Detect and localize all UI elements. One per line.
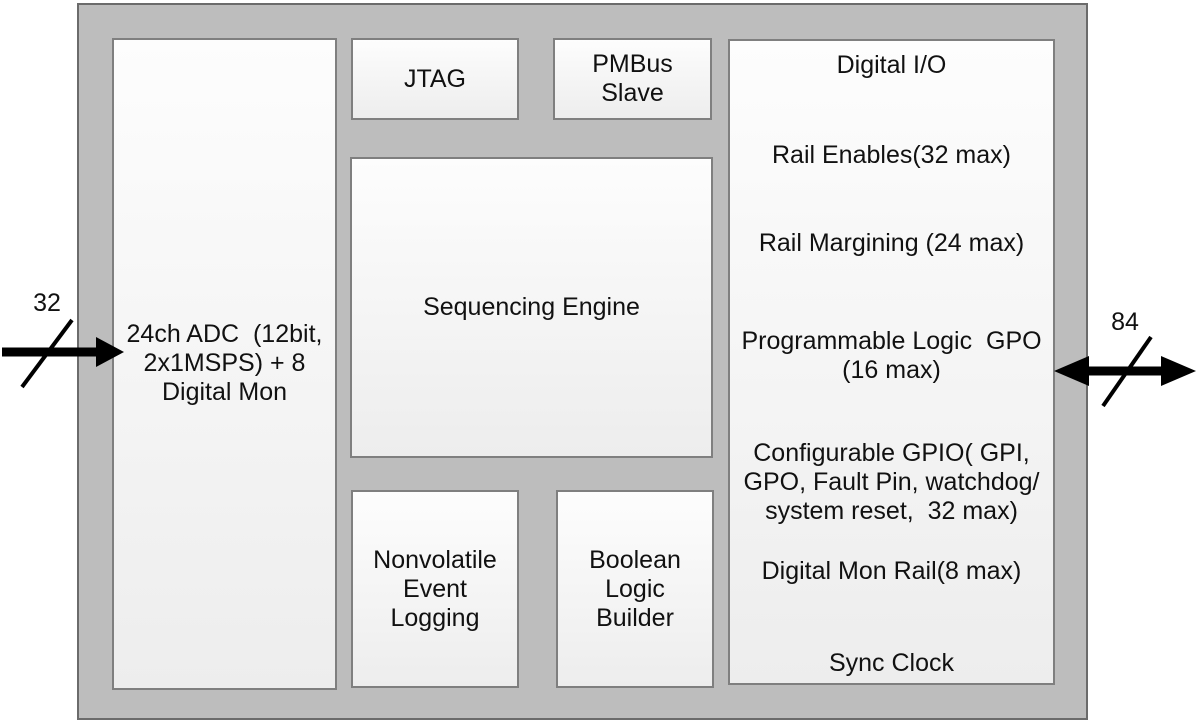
digital-io-row-rail-enables: Rail Enables(32 max) (772, 141, 1011, 169)
digital-io-row-rail-margining: Rail Margining (24 max) (758, 229, 1025, 257)
boolean-logic-builder-block: Boolean Logic Builder (556, 490, 714, 688)
nonvolatile-event-logging-block: Nonvolatile Event Logging (351, 490, 519, 688)
bidirectional-bus-width-slash-icon (1101, 335, 1153, 408)
sequencing-engine-block: Sequencing Engine (350, 157, 713, 458)
digital-io-row-programmable-logic-gpo: Programmable Logic GPO (16 max) (741, 327, 1042, 384)
digital-io-row-sync-clock: Sync Clock (828, 649, 955, 677)
bidirectional-bus-right-arrowhead-icon (1161, 356, 1196, 386)
chip-outline: 24ch ADC (12bit, 2x1MSPS) + 8 Digital Mo… (77, 3, 1088, 720)
adc-block-label: 24ch ADC (12bit, 2x1MSPS) + 8 Digital Mo… (126, 320, 323, 406)
digital-io-row-digital-mon-rail: Digital Mon Rail(8 max) (761, 557, 1022, 585)
pmbus-slave-block-label: PMBus Slave (592, 50, 673, 107)
bidirectional-bus-width-label: 84 (1111, 308, 1139, 336)
nonvolatile-event-logging-block-label: Nonvolatile Event Logging (373, 545, 497, 632)
input-bus-width-label: 32 (33, 289, 61, 317)
pmbus-slave-block: PMBus Slave (553, 38, 712, 120)
adc-block: 24ch ADC (12bit, 2x1MSPS) + 8 Digital Mo… (112, 38, 337, 690)
input-bus-width-slash-icon (20, 318, 74, 389)
jtag-block-label: JTAG (403, 64, 467, 93)
digital-io-row-configurable-gpio: Configurable GPIO( GPI, GPO, Fault Pin, … (743, 439, 1040, 525)
digital-io-title: Digital I/O (836, 51, 947, 79)
boolean-logic-builder-block-label: Boolean Logic Builder (589, 545, 681, 632)
jtag-block: JTAG (351, 38, 519, 120)
sequencing-engine-block-label: Sequencing Engine (423, 293, 640, 321)
digital-io-block: Digital I/O Rail Enables(32 max) Rail Ma… (728, 39, 1055, 685)
